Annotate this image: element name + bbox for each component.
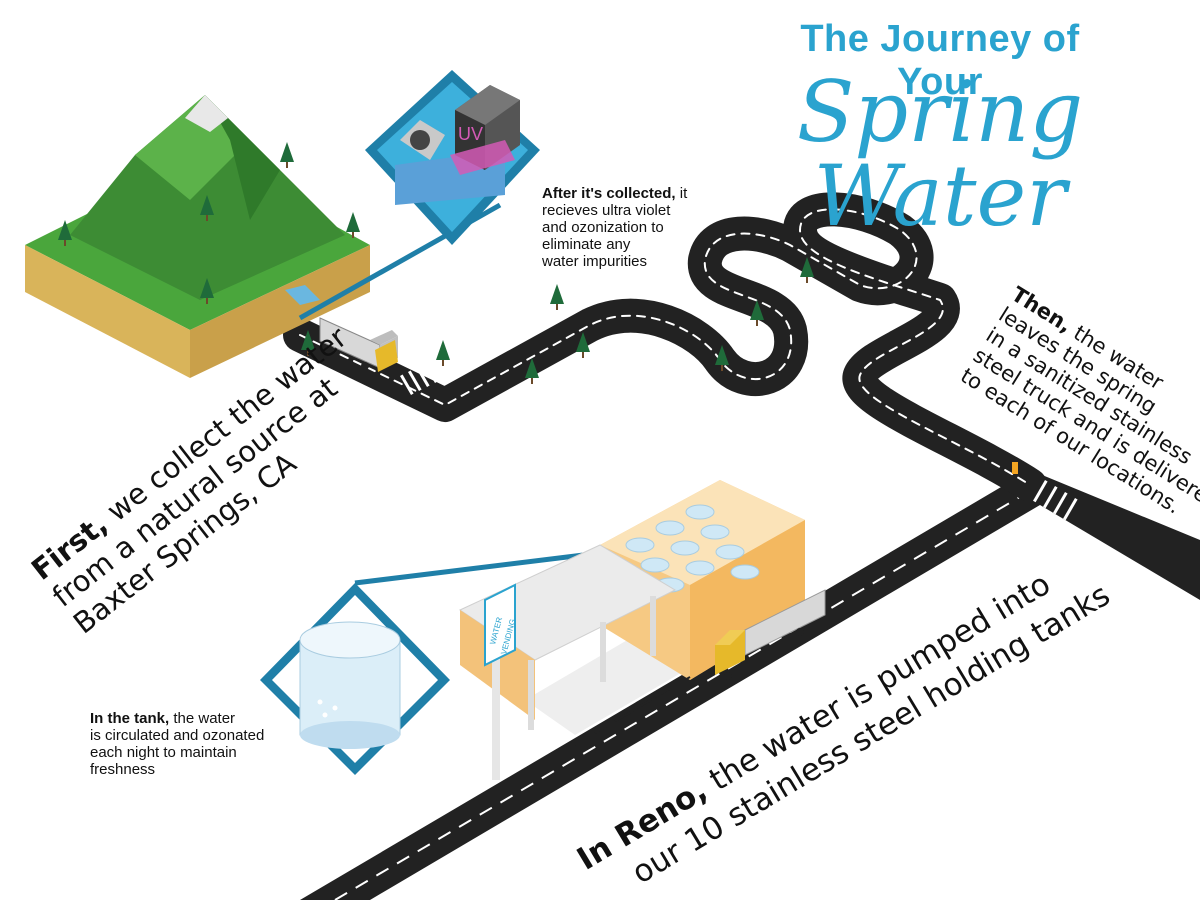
note-collected: After it's collected, it recieves ultra … [542, 185, 688, 270]
note-tank: In the tank, the water is circulated and… [90, 710, 265, 778]
trees [58, 142, 814, 384]
main-road [300, 470, 1200, 900]
crosswalk-left [399, 362, 438, 396]
reno-tanker-icon [715, 589, 826, 680]
page-subtitle: Spring Water [796, 63, 1084, 245]
winding-road [283, 192, 1047, 502]
uv-label: UV [458, 124, 483, 144]
holding-tanks [625, 504, 760, 593]
uv-callout [298, 70, 540, 321]
traffic-cone-icon [1012, 462, 1018, 474]
tanker-truck-icon [319, 317, 398, 372]
crosswalk-junction [1033, 480, 1078, 521]
parking-lines [574, 676, 691, 746]
page-title: The Journey of Your [800, 18, 1080, 103]
